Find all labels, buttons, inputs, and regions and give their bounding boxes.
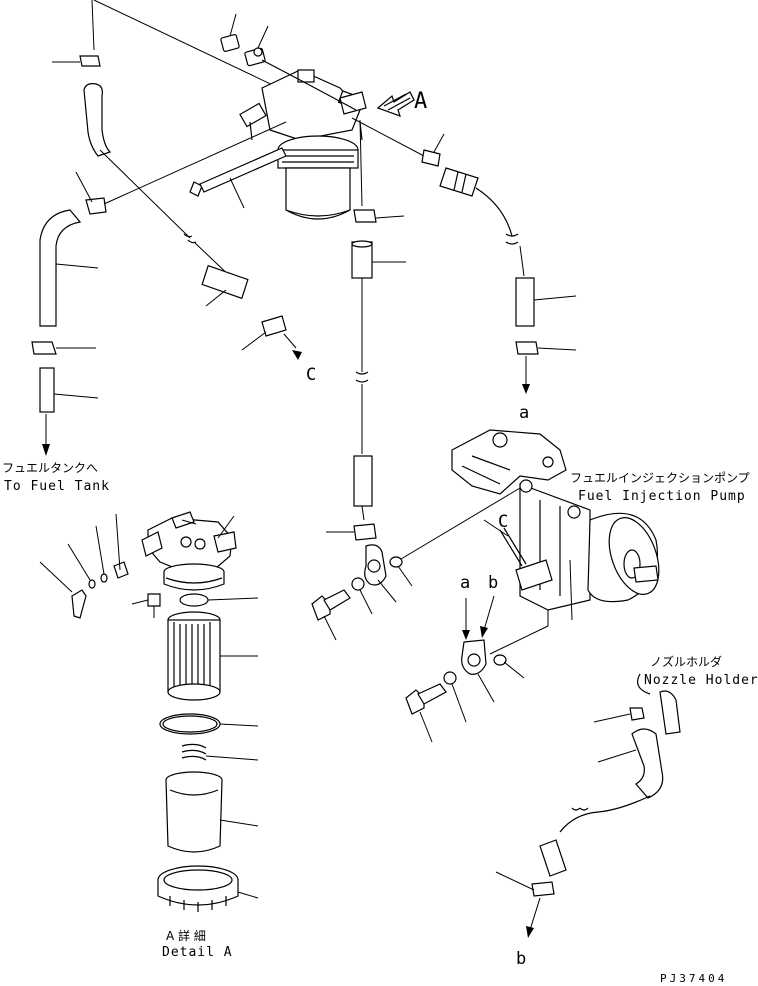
- nozzle-holder-return: b: [495, 673, 681, 969]
- mounting-bolt: [189, 147, 287, 209]
- drawing-code: PJ37404: [660, 972, 727, 985]
- view-a-label: A: [414, 89, 427, 114]
- fuel-injection-pump-jp: フュエルインジェクションポンプ: [570, 471, 750, 485]
- detail-a-label: Detail A: [162, 945, 233, 960]
- to-fuel-tank-label: To Fuel Tank: [4, 479, 110, 494]
- ref-b-pump-label: b: [488, 573, 498, 593]
- ref-b-lower-label: b: [516, 949, 526, 969]
- right-supply-line: a: [351, 117, 577, 423]
- detail-a-exploded-filter: [39, 511, 259, 912]
- to-fuel-tank-jp: フュエルタンクへ: [2, 461, 98, 475]
- ref-a-pump-label: a: [460, 573, 470, 593]
- detail-a-jp: A 詳 細: [166, 928, 206, 943]
- overflow-hose: C: [201, 264, 316, 385]
- nozzle-holder-jp: ノズルホルダ: [650, 654, 722, 669]
- fuel-filter-assembly: [91, 0, 367, 220]
- ref-a-upper-label: a: [519, 403, 529, 423]
- banjo-fitting-upper: [311, 487, 521, 641]
- return-hose-left: [31, 83, 287, 456]
- top-connector-parts: [52, 13, 357, 111]
- banjo-fitting-lower: a b: [405, 573, 525, 743]
- fuel-injection-pump-label: Fuel Injection Pump: [578, 489, 746, 504]
- ref-c-upper-label: C: [306, 365, 316, 385]
- view-a-arrow: A: [376, 89, 427, 117]
- center-supply-line: [326, 119, 406, 541]
- nozzle-holder-label: Nozzle Holder: [644, 673, 758, 688]
- ref-c-pump-label: C: [498, 512, 508, 532]
- fuel-injection-pump: C: [451, 429, 660, 655]
